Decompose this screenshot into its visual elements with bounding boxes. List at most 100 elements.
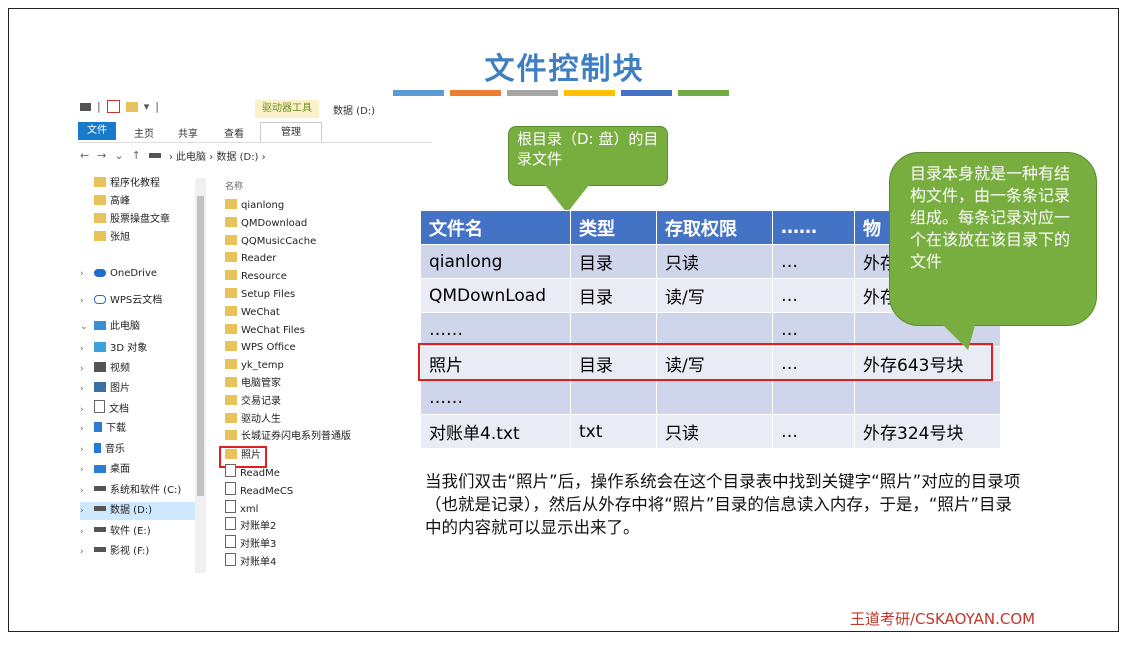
- sidebar-item[interactable]: › OneDrive: [80, 265, 206, 283]
- tab-manage[interactable]: 管理: [260, 122, 322, 142]
- file-list-item[interactable]: WPS Office: [225, 339, 296, 357]
- properties-icon[interactable]: [106, 100, 120, 113]
- sidebar-item[interactable]: ›影视 (F:): [80, 543, 206, 561]
- table-cell: [772, 380, 855, 415]
- sidebar-item[interactable]: 高峰: [80, 193, 206, 211]
- sidebar-item[interactable]: ›图片: [80, 380, 206, 398]
- navigation-scrollbar[interactable]: [195, 178, 206, 573]
- file-list-item[interactable]: Setup Files: [225, 286, 295, 304]
- file-list-item[interactable]: Resource: [225, 268, 287, 286]
- file-list-item[interactable]: qianlong: [225, 197, 284, 215]
- sidebar-item-label: WPS云文档: [110, 295, 163, 306]
- table-row: ……: [420, 380, 1001, 415]
- file-name: Resource: [241, 271, 287, 283]
- expand-chevron-icon[interactable]: ›: [80, 364, 84, 374]
- up-icon[interactable]: ↑: [131, 149, 141, 162]
- file-name: yk_temp: [241, 360, 284, 372]
- sidebar-item-label: OneDrive: [110, 268, 158, 279]
- sidebar-item[interactable]: ›桌面: [80, 461, 206, 479]
- new-folder-icon[interactable]: [125, 101, 138, 112]
- sidebar-item[interactable]: ›下载: [80, 420, 206, 438]
- breadcrumb[interactable]: › 此电脑 › 数据 (D:) ›: [168, 152, 266, 163]
- file-list-item[interactable]: 交易记录: [225, 393, 281, 411]
- sidebar-item[interactable]: ›系统和软件 (C:): [80, 482, 206, 500]
- table-cell: [854, 380, 1001, 415]
- file-name: WeChat Files: [241, 324, 305, 336]
- sidebar-item[interactable]: › WPS云文档: [80, 292, 206, 310]
- file-list-item[interactable]: QMDownload: [225, 215, 307, 233]
- table-cell: 照片: [420, 346, 571, 381]
- drive-e-icon: [94, 527, 106, 532]
- sidebar-item[interactable]: ›数据 (D:): [80, 502, 206, 520]
- sidebar-item[interactable]: 张旭: [80, 229, 206, 247]
- file-list-item[interactable]: ReadMeCS: [225, 481, 293, 500]
- expand-chevron-icon[interactable]: ›: [80, 547, 84, 557]
- file-list-item[interactable]: 电脑管家: [225, 375, 281, 393]
- file-list-item[interactable]: Reader: [225, 250, 276, 268]
- file-list-item[interactable]: WeChat: [225, 304, 280, 322]
- expand-chevron-icon[interactable]: ⌄: [80, 322, 88, 332]
- tab-home[interactable]: 主页: [134, 129, 154, 140]
- music-icon: [94, 443, 101, 453]
- expand-chevron-icon[interactable]: ›: [80, 486, 84, 496]
- tab-view[interactable]: 查看: [224, 129, 244, 140]
- file-name: 对账单2: [240, 521, 277, 533]
- window-title: 数据 (D:): [333, 106, 376, 117]
- forward-icon[interactable]: →: [97, 149, 107, 162]
- file-name: 对账单3: [240, 539, 277, 551]
- expand-chevron-icon[interactable]: ›: [80, 269, 84, 279]
- file-list-item[interactable]: 对账单2: [225, 517, 276, 535]
- decor-bar: [393, 90, 444, 96]
- recent-dropdown-icon[interactable]: ⌄: [114, 149, 124, 162]
- table-cell: 只读: [656, 414, 773, 449]
- expand-chevron-icon[interactable]: ›: [80, 506, 84, 516]
- expand-chevron-icon[interactable]: ›: [80, 445, 84, 455]
- sidebar-item[interactable]: ›音乐: [80, 441, 206, 459]
- tab-file[interactable]: 文件: [78, 122, 116, 140]
- table-cell: …: [772, 244, 855, 279]
- desktop-icon: [94, 465, 106, 473]
- expand-chevron-icon[interactable]: ›: [80, 424, 84, 434]
- file-list-item[interactable]: yk_temp: [225, 357, 284, 375]
- sidebar-item[interactable]: ›视频: [80, 360, 206, 378]
- drive-icon[interactable]: [80, 102, 91, 111]
- file-list-item[interactable]: 长城证券闪电系列普通版: [225, 428, 351, 446]
- file-list-item[interactable]: ReadMe: [225, 464, 280, 482]
- table-cell: qianlong: [420, 244, 571, 279]
- sidebar-item[interactable]: ›文档: [80, 400, 206, 418]
- expand-chevron-icon[interactable]: ›: [80, 465, 84, 475]
- expand-chevron-icon[interactable]: ›: [80, 384, 84, 394]
- sidebar-item-label: 股票操盘文章: [110, 214, 170, 225]
- file-name: WeChat: [241, 306, 280, 318]
- onedrive-icon: [94, 269, 106, 277]
- sidebar-item[interactable]: ⌄此电脑: [80, 318, 206, 336]
- folder-icon: [225, 234, 237, 245]
- column-header-name[interactable]: 名称: [225, 182, 244, 192]
- file-list-item[interactable]: 对账单4: [225, 553, 276, 571]
- folder-icon: [225, 323, 237, 334]
- sidebar-item[interactable]: 程序化教程: [80, 175, 206, 193]
- file-list-item[interactable]: WeChat Files: [225, 322, 305, 340]
- expand-chevron-icon[interactable]: ›: [80, 296, 84, 306]
- expand-chevron-icon[interactable]: ›: [80, 405, 84, 415]
- file-list-item[interactable]: 对账单3: [225, 535, 276, 553]
- back-icon[interactable]: ←: [80, 149, 90, 162]
- file-name: 照片: [241, 450, 261, 462]
- file-list-item[interactable]: QQMusicCache: [225, 233, 316, 251]
- customize-dropdown-icon[interactable]: ▾: [143, 100, 150, 113]
- table-cell: [570, 380, 657, 415]
- sidebar-item[interactable]: 股票操盘文章: [80, 211, 206, 229]
- file-list-item[interactable]: 照片: [219, 446, 267, 469]
- table-cell: 目录: [570, 244, 657, 279]
- file-list-item[interactable]: 驱动人生: [225, 411, 281, 429]
- sidebar-item[interactable]: ›3D 对象: [80, 340, 206, 358]
- sidebar-item[interactable]: ›软件 (E:): [80, 523, 206, 541]
- file-list-item[interactable]: xml: [225, 499, 258, 518]
- file-icon: [225, 517, 236, 531]
- scrollbar-thumb[interactable]: [197, 196, 204, 496]
- file-name: ReadMe: [240, 468, 280, 479]
- expand-chevron-icon[interactable]: ›: [80, 527, 84, 537]
- expand-chevron-icon[interactable]: ›: [80, 344, 84, 354]
- tab-share[interactable]: 共享: [178, 129, 198, 140]
